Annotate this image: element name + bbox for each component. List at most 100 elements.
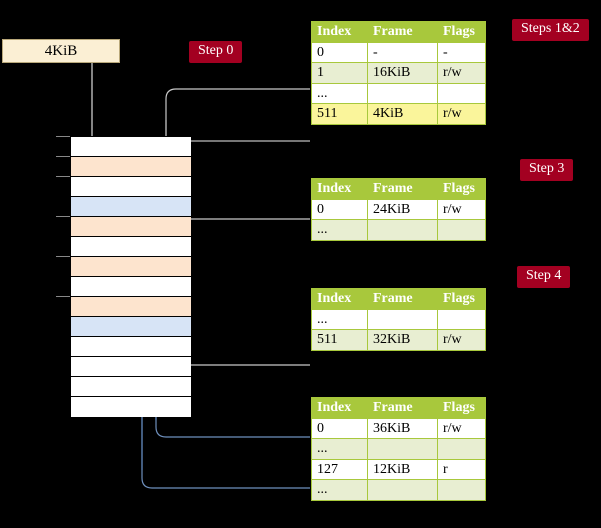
cell-frame: 16KiB: [367, 62, 438, 84]
column-header-index: Index: [311, 288, 368, 310]
memory-row-4: [71, 217, 191, 237]
cell-frame: -: [367, 41, 438, 63]
table-row: ...: [311, 438, 486, 460]
cell-flags: [437, 82, 486, 104]
table-row: 0 24KiB r/w: [311, 198, 486, 220]
virtual-page-box: 4KiB: [2, 39, 120, 63]
cell-index: ...: [311, 219, 368, 241]
table-row: ...: [311, 82, 486, 104]
table-row: 127 12KiB r: [311, 458, 486, 480]
table-row: 511 32KiB r/w: [311, 329, 486, 351]
column-header-index: Index: [311, 397, 368, 419]
cell-index: 511: [311, 329, 368, 351]
cell-flags: r/w: [437, 62, 486, 84]
memory-tick-3: [56, 216, 70, 217]
badge-steps-1-2-label: Steps 1&2: [521, 21, 580, 36]
wire-l2-row0-to-memory: [175, 218, 310, 230]
column-header-frame: Frame: [367, 178, 438, 200]
memory-row-0: [71, 137, 191, 157]
physical-memory-column: [70, 136, 191, 417]
column-header-flags: Flags: [437, 178, 486, 200]
column-header-flags: Flags: [437, 21, 486, 43]
memory-tick-5: [56, 296, 70, 297]
cell-flags: -: [437, 41, 486, 63]
memory-row-5: [71, 237, 191, 257]
badge-step-3-label: Step 3: [529, 161, 565, 176]
memory-tick-0: [56, 136, 70, 137]
memory-tick-4: [56, 256, 70, 257]
cell-frame: [367, 219, 438, 241]
cell-frame: [367, 308, 438, 330]
table-header-row: Index Frame Flags: [311, 397, 486, 419]
cell-flags: r/w: [437, 329, 486, 351]
cell-index: 0: [311, 417, 368, 439]
virtual-page-label: 4KiB: [44, 42, 78, 59]
cell-flags: r/w: [437, 103, 486, 125]
table-header-row: Index Frame Flags: [311, 21, 486, 43]
column-header-flags: Flags: [437, 288, 486, 310]
cell-index: 127: [311, 458, 368, 480]
page-table-level-2: Index Frame Flags 0 24KiB r/w ...: [311, 178, 486, 241]
cell-frame: [367, 82, 438, 104]
cell-flags: [437, 438, 486, 460]
memory-row-1: [71, 157, 191, 177]
cell-flags: [437, 479, 486, 501]
cell-index: ...: [311, 82, 368, 104]
badge-step-3: Step 3: [520, 159, 574, 181]
cell-frame: 24KiB: [367, 198, 438, 220]
cell-frame: 32KiB: [367, 329, 438, 351]
table-row-highlighted: 511 4KiB r/w: [311, 103, 486, 125]
memory-row-2: [71, 177, 191, 197]
cell-frame: 12KiB: [367, 458, 438, 480]
badge-step-0-label: Step 0: [198, 43, 234, 58]
cell-index: ...: [311, 308, 368, 330]
memory-row-9: [71, 317, 191, 337]
table-header-row: Index Frame Flags: [311, 178, 486, 200]
badge-step-4: Step 4: [517, 266, 571, 288]
cell-frame: 36KiB: [367, 417, 438, 439]
badge-steps-1-2: Steps 1&2: [512, 19, 589, 41]
cell-index: 1: [311, 62, 368, 84]
page-table-level-3: Index Frame Flags ... 511 32KiB r/w: [311, 288, 486, 351]
column-header-frame: Frame: [367, 21, 438, 43]
column-header-flags: Flags: [437, 397, 486, 419]
table-row: 0 - -: [311, 41, 486, 63]
table-row: ...: [311, 479, 486, 501]
memory-tick-1: [56, 156, 70, 157]
table-row: 0 36KiB r/w: [311, 417, 486, 439]
column-header-index: Index: [311, 178, 368, 200]
cell-index: ...: [311, 479, 368, 501]
cell-flags: [437, 219, 486, 241]
cell-frame: [367, 479, 438, 501]
memory-row-8: [71, 297, 191, 317]
cell-frame: [367, 438, 438, 460]
cell-flags: r: [437, 458, 486, 480]
cell-flags: [437, 308, 486, 330]
memory-row-12: [71, 377, 191, 397]
memory-tick-2: [56, 176, 70, 177]
cell-index: 0: [311, 198, 368, 220]
badge-step-0: Step 0: [189, 41, 243, 63]
badge-step-4-label: Step 4: [526, 268, 562, 283]
table-row: ...: [311, 308, 486, 330]
memory-row-6: [71, 257, 191, 277]
cell-flags: r/w: [437, 417, 486, 439]
memory-row-10: [71, 337, 191, 357]
memory-row-13: [71, 397, 191, 417]
cell-index: 0: [311, 41, 368, 63]
column-header-index: Index: [311, 21, 368, 43]
memory-row-11: [71, 357, 191, 377]
cell-flags: r/w: [437, 198, 486, 220]
memory-row-7: [71, 277, 191, 297]
column-header-frame: Frame: [367, 288, 438, 310]
cell-frame: 4KiB: [367, 103, 438, 125]
table-header-row: Index Frame Flags: [311, 288, 486, 310]
page-table-level-1: Index Frame Flags 0 - - 1 16KiB r/w ...: [311, 21, 486, 125]
cell-index: ...: [311, 438, 368, 460]
table-row: ...: [311, 219, 486, 241]
cell-index: 511: [311, 103, 368, 125]
page-table-level-4: Index Frame Flags 0 36KiB r/w ... 127 12…: [311, 397, 486, 501]
table-row: 1 16KiB r/w: [311, 62, 486, 84]
memory-row-3: [71, 197, 191, 217]
